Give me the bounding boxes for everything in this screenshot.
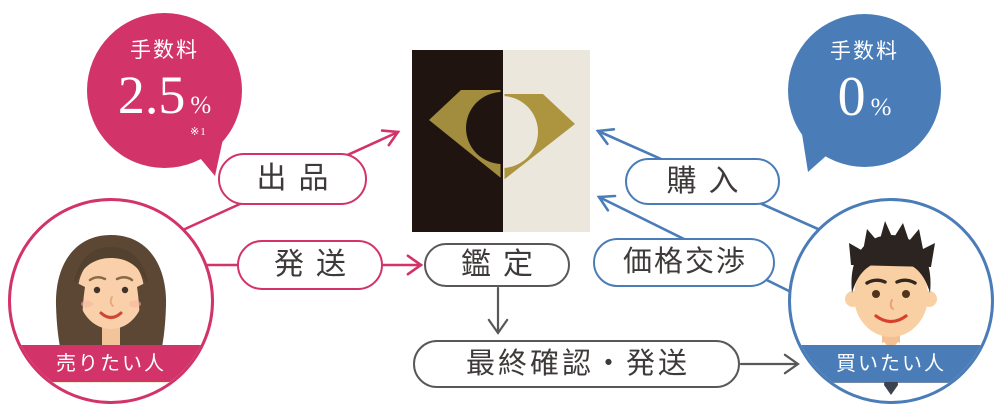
brand-logo — [412, 50, 590, 232]
step-appraisal-label: 鑑定 — [461, 248, 545, 281]
step-negotiation-label: 価格交渉 — [622, 246, 747, 278]
buyer-fee-rate-row: 0% — [788, 69, 941, 125]
seller-bubble-tail — [200, 139, 223, 176]
seller-fee-footnote: ※1 — [190, 126, 207, 138]
step-shipping-label: 発送 — [274, 248, 358, 281]
step-purchase-pill: 購入 — [625, 158, 780, 205]
step-appraisal-pill: 鑑定 — [424, 243, 570, 287]
step-listing-label: 出品 — [256, 162, 341, 195]
arrowhead-negotiation-icon — [596, 194, 617, 212]
buyer-fee-rate: 0 — [837, 66, 866, 129]
seller-avatar: 売りたい人 — [8, 198, 214, 404]
buyer-fee-bubble: 手数料 0% — [788, 14, 941, 167]
step-final-confirmation-label: 最終確認・発送 — [465, 347, 690, 380]
seller-fee-rate-row: 2.5% — [87, 68, 242, 122]
seller-fee-unit: % — [190, 92, 212, 120]
buyer-bubble-tail — [802, 134, 826, 172]
step-final-confirmation-pill: 最終確認・発送 — [413, 340, 740, 388]
step-listing-pill: 出品 — [218, 153, 367, 205]
seller-fee-bubble: 手数料 2.5% ※1 — [87, 13, 242, 168]
step-purchase-label: 購入 — [666, 164, 751, 198]
seller-fee-title: 手数料 — [130, 38, 199, 62]
logo-gem-left-half — [429, 90, 501, 178]
buyer-fee-title: 手数料 — [830, 39, 899, 63]
logo-gem-right-half — [504, 94, 575, 180]
buyer-avatar: 買いたい人 — [788, 198, 994, 404]
arrowhead-down-icon — [487, 318, 509, 335]
seller-name-band: 売りたい人 — [11, 345, 211, 382]
buyer-name-band: 買いたい人 — [791, 345, 991, 382]
step-shipping-pill: 発送 — [237, 240, 383, 290]
seller-fee-rate: 2.5 — [117, 65, 186, 126]
arrowhead-listing-icon — [380, 129, 401, 147]
arrowhead-shipping-icon — [406, 254, 424, 276]
step-negotiation-pill: 価格交渉 — [593, 238, 775, 287]
buyer-fee-unit: % — [870, 94, 892, 122]
diamond-logo-icon — [412, 50, 590, 232]
arrowhead-purchase-icon — [595, 128, 616, 146]
